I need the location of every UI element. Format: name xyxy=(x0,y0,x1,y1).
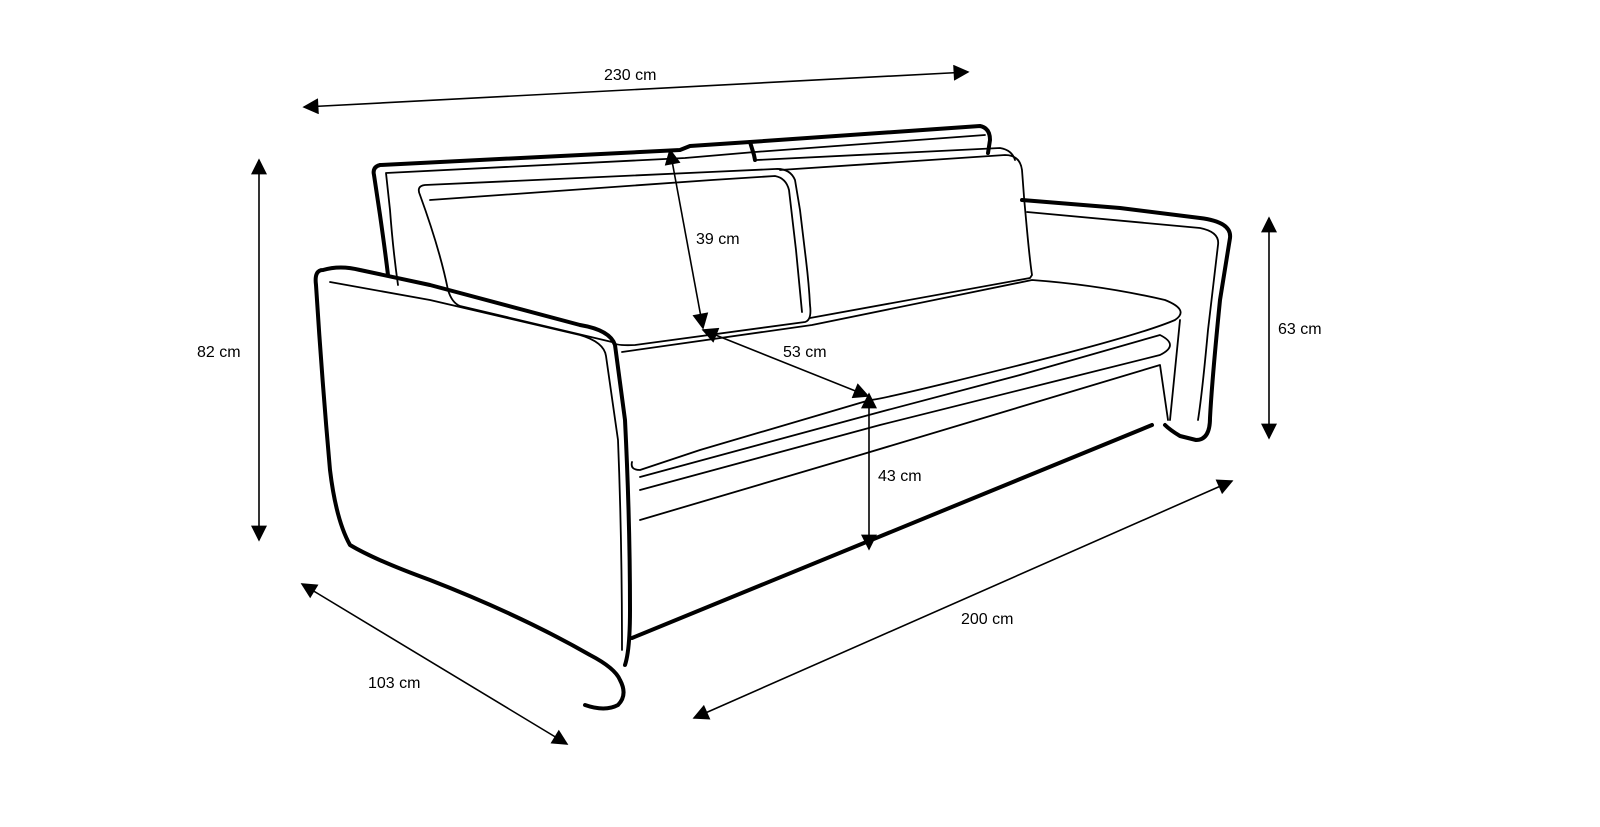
back-frame-seam xyxy=(385,134,986,286)
dim-seat-height-label: 43 cm xyxy=(878,468,922,485)
dim-inner-width-label: 200 cm xyxy=(961,611,1013,628)
left-arm xyxy=(313,265,632,711)
dimension-annotations: 230 cm 82 cm 39 cm 53 cm 43 cm 63 cm 103… xyxy=(197,64,1322,745)
left-pillow-inner xyxy=(429,175,803,313)
back-cushion-right xyxy=(748,124,992,155)
dim-total-width-label: 230 cm xyxy=(604,67,656,84)
right-arm-seam xyxy=(1026,211,1220,421)
dim-armrest-height-label: 63 cm xyxy=(1278,321,1322,338)
right-arm xyxy=(1020,198,1233,442)
sofa-base-front xyxy=(630,423,1154,640)
dim-inner-width-line xyxy=(692,479,1234,720)
left-pillow xyxy=(417,168,812,347)
dim-backrest-height-line xyxy=(664,148,709,330)
right-pillow-seam xyxy=(756,147,1016,161)
dim-total-depth-line xyxy=(300,583,569,745)
dim-backrest-height-label: 39 cm xyxy=(696,231,740,248)
dim-total-depth-label: 103 cm xyxy=(368,675,420,692)
dim-seat-depth-line xyxy=(701,327,870,399)
left-arm-seam xyxy=(329,281,623,651)
back-cushion-left xyxy=(371,140,757,277)
right-pillow xyxy=(779,154,1033,319)
dim-total-height-label: 82 cm xyxy=(197,344,241,361)
dim-total-width-line xyxy=(302,64,970,115)
sofa-illustration xyxy=(313,124,1233,711)
dim-seat-depth-label: 53 cm xyxy=(783,344,827,361)
